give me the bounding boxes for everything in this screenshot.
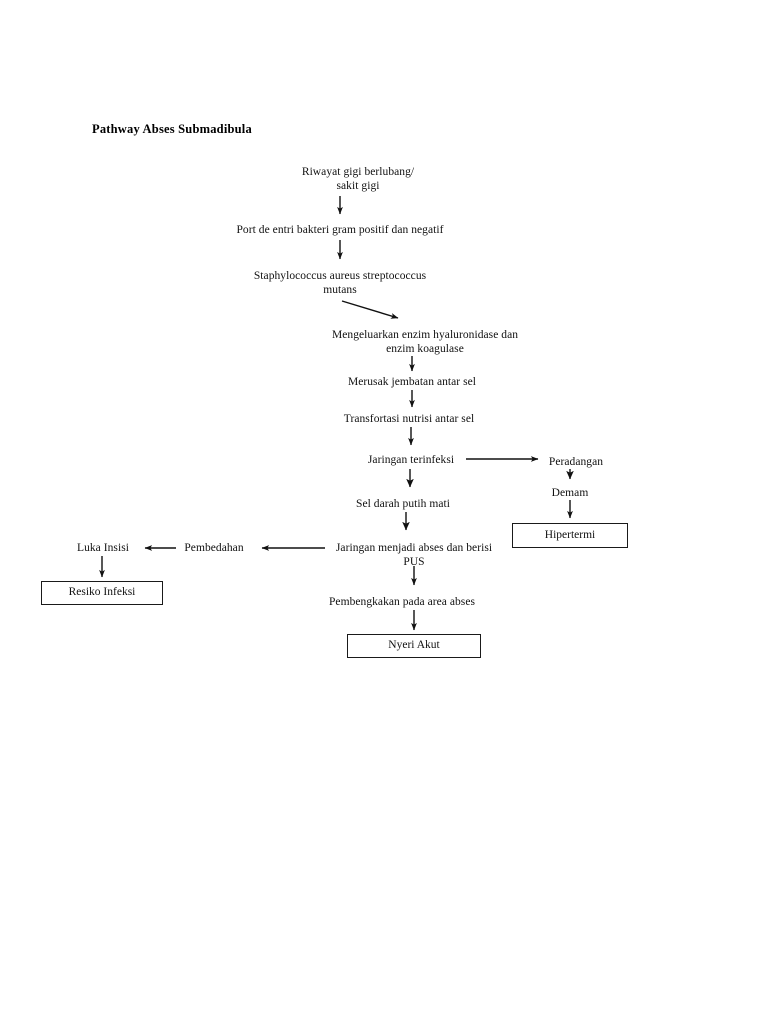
node-peradangan: Peradangan [548, 456, 604, 468]
node-box-nyeri-akut: Nyeri Akut [347, 634, 481, 658]
node-pembengkakan-area-abses: Pembengkakan pada area abses [328, 596, 476, 608]
node-port-de-entri: Port de entri bakteri gram positif dan n… [236, 224, 444, 236]
edge-staphylococcus-to-enzim [341, 300, 399, 319]
node-box-hipertermi: Hipertermi [512, 523, 628, 548]
node-jaringan-menjadi-abses: Jaringan menjadi abses dan berisi PUS [335, 542, 493, 568]
node-sel-darah-putih-mati: Sel darah putih mati [356, 498, 450, 510]
node-transfortasi-nutrisi: Transfortasi nutrisi antar sel [343, 413, 475, 425]
node-jaringan-terinfeksi: Jaringan terinfeksi [367, 454, 455, 466]
node-mengeluarkan-enzim: Mengeluarkan enzim hyaluronidase dan enz… [331, 329, 519, 355]
node-merusak-jembatan-antar-sel: Merusak jembatan antar sel [347, 376, 477, 388]
node-riwayat-gigi-berlubang: Riwayat gigi berlubang/ sakit gigi [301, 166, 415, 192]
node-box-resiko-infeksi: Resiko Infeksi [41, 581, 163, 605]
page-title: Pathway Abses Submadibula [92, 122, 252, 136]
node-pembedahan: Pembedahan [184, 542, 244, 554]
node-staphylococcus-aureus: Staphylococcus aureus streptococcus muta… [253, 270, 427, 296]
node-luka-insisi: Luka Insisi [77, 542, 129, 554]
node-demam: Demam [551, 487, 589, 499]
